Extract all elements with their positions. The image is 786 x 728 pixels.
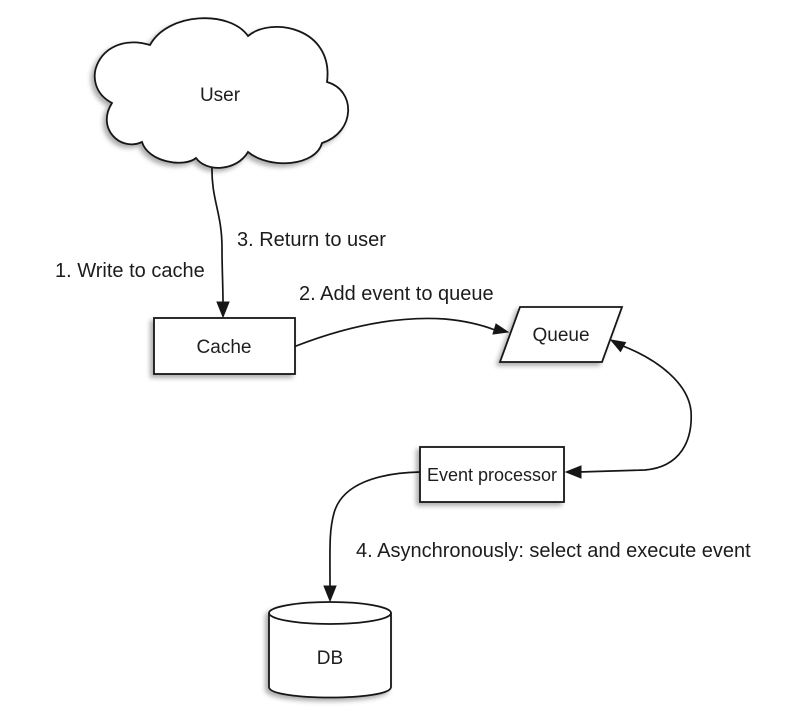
db-cylinder-top [268, 601, 392, 625]
edge-user-cache-line [211, 164, 224, 304]
edge-event-processor-db [323, 471, 421, 603]
cache-node [153, 317, 296, 375]
arrowhead-into-db [323, 585, 337, 603]
queue-label: Queue [532, 325, 589, 346]
step1-label: 1. Write to cache [55, 260, 205, 282]
edge-cache-queue [295, 317, 510, 347]
user-label: User [200, 85, 241, 106]
arrowhead-into-queue-left [492, 323, 510, 335]
edge-cache-queue-line [295, 317, 496, 347]
arrowhead-into-event-processor [564, 465, 582, 479]
step2-label: 2. Add event to queue [299, 283, 494, 305]
db-node [268, 601, 392, 699]
db-label: DB [317, 648, 343, 669]
cache-box-shape [153, 317, 296, 375]
arrowhead-into-queue-right [609, 339, 627, 353]
edge-queue-event-processor-line [578, 345, 692, 473]
step3-label: 3. Return to user [237, 229, 386, 251]
event-processor-node [419, 446, 565, 503]
step4-label: 4. Asynchronously: select and execute ev… [356, 540, 751, 562]
user-node [93, 17, 349, 169]
arrowhead-into-cache [216, 301, 230, 319]
queue-parallelogram-shape [498, 306, 624, 363]
user-cloud-shape [93, 17, 349, 169]
event-processor-box-shape [419, 446, 565, 503]
db-cylinder-body [268, 613, 392, 699]
edge-queue-event-processor [564, 339, 692, 479]
edge-user-cache [211, 164, 230, 319]
cache-label: Cache [197, 337, 252, 358]
queue-node [498, 306, 624, 363]
edge-event-processor-db-line [329, 471, 421, 587]
event-processor-label: Event processor [427, 465, 557, 485]
